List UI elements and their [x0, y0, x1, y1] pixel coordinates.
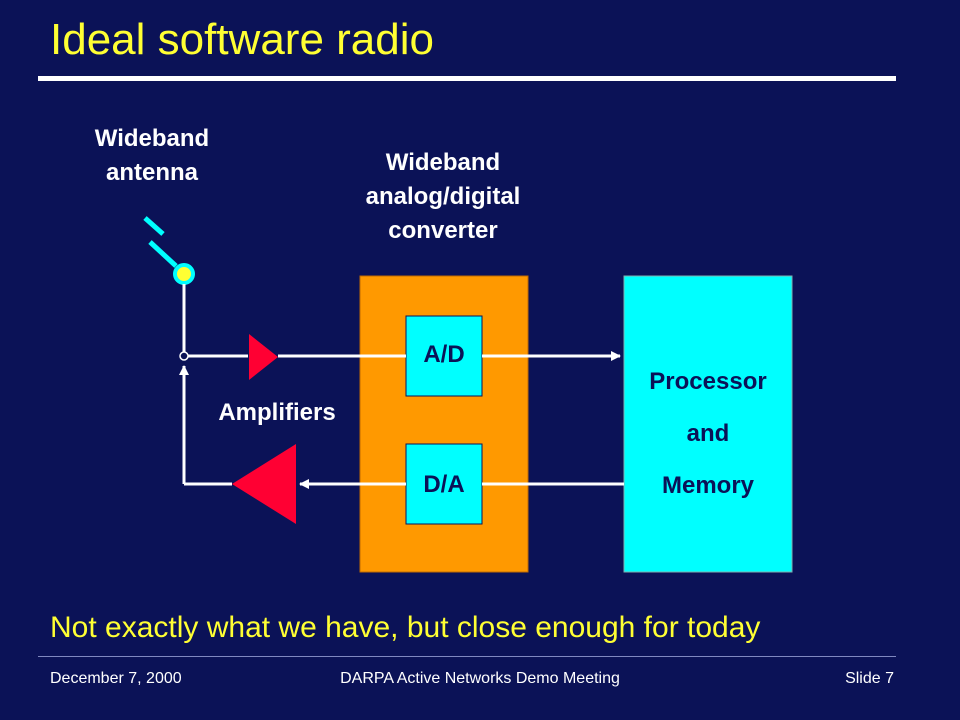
processor-box — [623, 275, 793, 573]
rx-amplifier — [249, 334, 278, 380]
footer-divider — [38, 656, 896, 657]
da-label: D/A — [423, 471, 465, 498]
amplifiers-label: Amplifiers — [218, 399, 336, 426]
antenna-label: Wideband antenna — [62, 122, 242, 190]
slide-title: Ideal software radio — [50, 15, 434, 64]
antenna-label-line2: antenna — [105, 159, 198, 186]
footer-slide-number: Slide 7 — [845, 670, 894, 687]
converter-label-line1: Wideband — [385, 149, 501, 176]
converter-label-line2: analog/digital — [365, 183, 521, 210]
processor-label-line2: and — [686, 420, 730, 447]
processor-label-line1: Processor — [649, 368, 767, 395]
antenna-label-line1: Wideband — [94, 125, 210, 152]
converter-label: Wideband analog/digital converter — [318, 146, 568, 248]
converter-label-line3: converter — [388, 217, 498, 244]
bottom-note: Not exactly what we have, but close enou… — [50, 611, 761, 644]
junction-node — [179, 351, 189, 361]
da-box — [405, 443, 483, 525]
antenna-element-top — [143, 216, 165, 236]
footer-date: December 7, 2000 — [50, 670, 182, 687]
footer-meeting-name: DARPA Active Networks Demo Meeting — [340, 670, 620, 687]
processor-label: Processor and Memory — [624, 356, 792, 512]
tx-amplifier — [232, 444, 296, 524]
antenna-element-bottom — [148, 240, 178, 268]
antenna-feed-point — [173, 263, 195, 285]
title-divider — [38, 76, 896, 81]
processor-label-line3: Memory — [661, 472, 755, 499]
ad-label: A/D — [423, 341, 465, 368]
